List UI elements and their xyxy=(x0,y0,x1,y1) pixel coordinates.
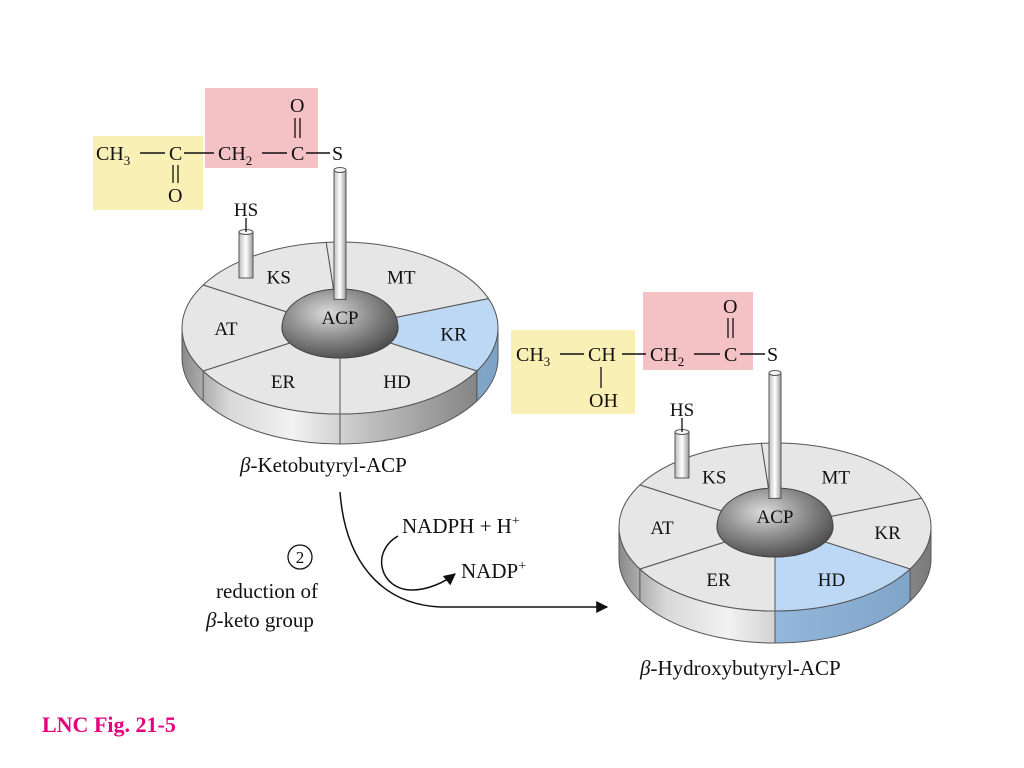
segment-label-hd: HD xyxy=(818,570,845,591)
step-description-line1: reduction of xyxy=(216,579,318,603)
acp-arm xyxy=(768,372,782,499)
segment-label-at: AT xyxy=(650,518,674,539)
step-number-circle xyxy=(287,544,313,570)
cofactor-out-label: NADP+ xyxy=(461,559,526,583)
bottom-ch2: CH2 xyxy=(650,344,684,369)
cofactor-in-label: NADPH + H+ xyxy=(402,514,520,538)
bottom-o: O xyxy=(723,296,737,318)
bottom-ch3: CH3 xyxy=(516,344,550,369)
segment-label-er: ER xyxy=(271,372,296,393)
bottom-oh: OH xyxy=(589,390,618,412)
acp-arm-cap xyxy=(333,167,347,173)
bottom-s: S xyxy=(767,344,778,366)
top-o1: O xyxy=(168,185,182,207)
bottom-enzyme-caption: β-Hydroxybutyryl-ACP xyxy=(639,656,841,680)
ks-thiol-arm xyxy=(238,231,254,279)
segment-label-mt: MT xyxy=(387,268,416,289)
hs-label: HS xyxy=(234,200,258,221)
step-number: 2 xyxy=(296,548,305,567)
segment-label-mt: MT xyxy=(821,467,850,488)
top-ch3: CH3 xyxy=(96,143,130,168)
segment-label-kr: KR xyxy=(874,523,901,544)
segment-label-er: ER xyxy=(706,570,731,591)
step-description-line2: β-keto group xyxy=(205,608,314,632)
bottom-acetyl-highlight xyxy=(511,330,635,414)
top-enzyme-caption: β-Ketobutyryl-ACP xyxy=(239,453,407,477)
figure-label: LNC Fig. 21-5 xyxy=(42,712,176,737)
top-ch2: CH2 xyxy=(218,143,252,168)
top-c2: C xyxy=(291,143,304,165)
segment-label-ks: KS xyxy=(267,268,291,289)
top-thioester-highlight xyxy=(205,88,318,168)
hub-label: ACP xyxy=(757,507,794,528)
top-enzyme-disk: KS MT KR HD ER AT ACP HS xyxy=(181,167,499,445)
top-molecule: CH3 C O CH2 C O S xyxy=(93,88,343,210)
top-s: S xyxy=(332,143,343,165)
acp-arm-cap xyxy=(768,370,782,376)
hs-label: HS xyxy=(670,400,694,421)
cofactor-arrow xyxy=(381,535,456,591)
bottom-ch: CH xyxy=(588,344,616,366)
bottom-thioester-highlight xyxy=(643,292,753,370)
top-c1: C xyxy=(169,143,182,165)
segment-label-at: AT xyxy=(214,319,238,340)
segment-label-ks: KS xyxy=(702,467,726,488)
main-reaction-arrow xyxy=(339,491,609,613)
ks-thiol-arm xyxy=(674,431,690,479)
acp-arm xyxy=(333,169,347,300)
bottom-molecule: CH3 CH OH CH2 C O S xyxy=(511,292,778,414)
hub-label: ACP xyxy=(322,308,359,329)
bottom-enzyme-disk: KS MT KR HD ER AT ACP HS xyxy=(618,370,932,644)
bottom-c: C xyxy=(724,344,737,366)
segment-label-kr: KR xyxy=(440,324,467,345)
top-acetyl-highlight xyxy=(93,136,203,210)
top-o2: O xyxy=(290,95,304,117)
segment-label-hd: HD xyxy=(383,372,410,393)
